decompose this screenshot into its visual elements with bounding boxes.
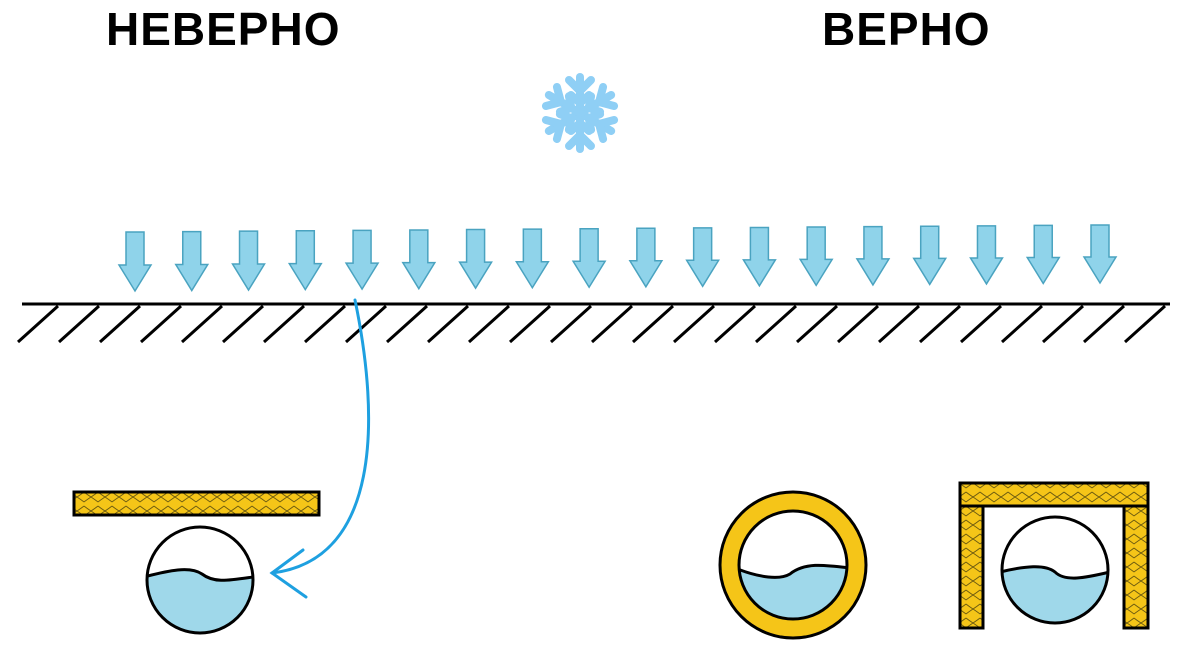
pipe-wrong <box>145 525 255 635</box>
frost-arrow-icon <box>231 230 266 292</box>
hatch-line <box>180 304 224 344</box>
hatch-line <box>221 304 265 344</box>
frost-arrow-icon <box>742 226 777 288</box>
frost-arrow-icon <box>628 227 664 289</box>
hatch-line <box>508 304 552 344</box>
hatch-line <box>877 304 921 344</box>
hatch-line <box>836 304 880 344</box>
hatch-line <box>754 304 798 344</box>
hatch-line <box>57 304 101 344</box>
hatch-line <box>1123 304 1167 344</box>
label-wrong: НЕВЕРНО <box>106 3 341 55</box>
frost-arrow-icon <box>912 225 948 286</box>
hatch-line <box>385 304 429 344</box>
frost-arrow-icon <box>174 230 210 292</box>
insulation-slab <box>72 490 321 517</box>
hatch-line <box>139 304 183 344</box>
snowflake-icon <box>543 73 616 149</box>
hatch-line <box>426 304 470 344</box>
hatch-line <box>16 304 60 344</box>
hatch-line <box>713 304 757 344</box>
frost-arrow-icon <box>515 228 550 290</box>
hatch-line <box>1082 304 1126 344</box>
frost-arrow-icon <box>117 231 153 293</box>
frost-arrow-icon <box>571 227 607 289</box>
hatch-line <box>303 304 347 344</box>
pipe-with-box-insulation <box>958 481 1150 630</box>
hatch-line <box>467 304 511 344</box>
hatch-line <box>344 304 388 344</box>
frost-arrow-icon <box>855 225 891 287</box>
ground-hatching <box>16 304 1167 344</box>
label-right: ВЕРНО <box>822 3 991 55</box>
hatch-line <box>262 304 306 344</box>
hatch-line <box>631 304 675 344</box>
hatch-line <box>1041 304 1085 344</box>
frost-arrow-icon <box>287 230 323 292</box>
frost-arrows <box>117 224 1118 293</box>
hatch-line <box>549 304 593 344</box>
frost-penetration-arrow <box>269 298 371 599</box>
hatch-line <box>1000 304 1044 344</box>
frost-arrow-icon <box>685 227 720 288</box>
frost-arrow-icon <box>401 229 437 291</box>
hatch-line <box>959 304 1003 344</box>
hatch-line <box>590 304 634 344</box>
hatch-line <box>672 304 716 344</box>
frost-arrow-icon <box>969 225 1004 286</box>
frost-arrow-icon <box>1082 224 1118 285</box>
frost-arrow-icon <box>344 229 380 291</box>
frost-arrow-icon <box>1025 224 1061 285</box>
frost-arrow-icon <box>458 228 493 290</box>
pipe-with-shell-insulation <box>718 490 868 640</box>
hatch-line <box>795 304 839 344</box>
hatch-line <box>918 304 962 344</box>
hatch-line <box>98 304 142 344</box>
frost-arrow-icon <box>798 226 834 287</box>
